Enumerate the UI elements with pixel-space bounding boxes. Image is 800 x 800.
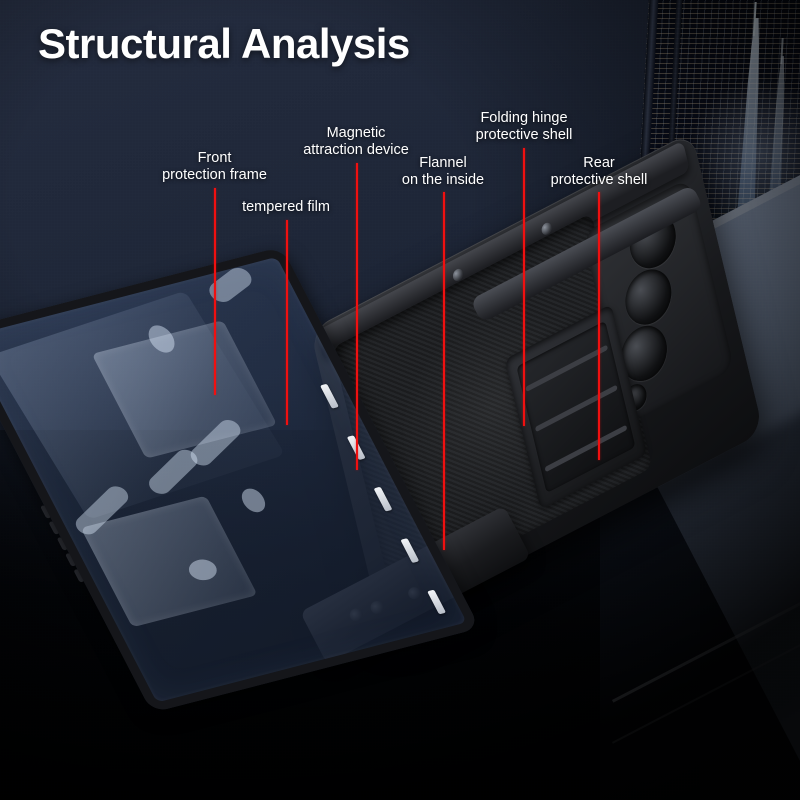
callout-label-tempered-film: tempered film [242, 199, 330, 215]
callout-label-flannel-on-the-inside: Flannel on the inside [401, 155, 485, 188]
callout-label-magnetic-attraction-device: Magnetic attraction device [303, 125, 409, 158]
leader-line-tempered-film [286, 220, 288, 425]
callout-label-front-protection-frame: Front protection frame [162, 150, 267, 183]
callout-label-rear-protective-shell: Rear protective shell [550, 155, 648, 188]
leader-line-magnetic-attraction-device [356, 163, 358, 470]
leader-line-rear-protective-shell [598, 192, 600, 460]
leader-line-folding-hinge-protective-shell [523, 148, 525, 426]
callout-label-folding-hinge-protective-shell: Folding hinge protective shell [475, 110, 573, 143]
camera-cutout [620, 260, 677, 334]
page-title: Structural Analysis [38, 20, 410, 67]
leader-line-flannel-on-the-inside [443, 192, 445, 550]
leader-line-front-protection-frame [214, 188, 216, 395]
